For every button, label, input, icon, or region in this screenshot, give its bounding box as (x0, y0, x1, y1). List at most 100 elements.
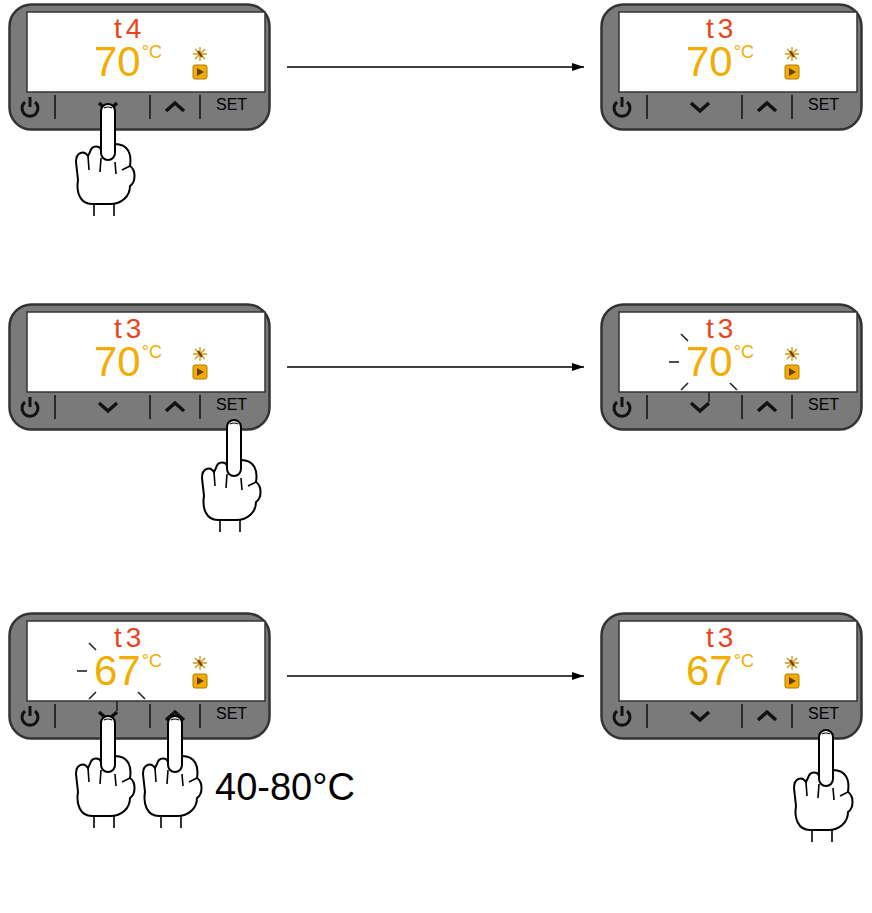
step-code: t3 (706, 15, 737, 43)
text-holder: 67 (94, 650, 141, 692)
down-button-icon (691, 103, 709, 111)
controller-display: t367°C SET (600, 612, 863, 740)
status-icon (193, 47, 207, 79)
button-separator (791, 395, 793, 419)
step-arrow (287, 66, 584, 67)
button-separator (199, 395, 201, 419)
down-button-icon (691, 403, 709, 411)
display-screen (27, 12, 265, 92)
temperature-unit: °C (734, 652, 754, 670)
display-screen (619, 621, 857, 701)
power-button-icon (22, 397, 38, 416)
text-holder: SET (216, 706, 247, 722)
step-code: t3 (706, 315, 737, 343)
text-holder: °C (734, 43, 754, 61)
status-icon (193, 347, 207, 379)
temperature-unit: °C (142, 652, 162, 670)
device-housing (602, 614, 862, 739)
pointing-hand (794, 730, 853, 842)
text-holder: 70 (94, 41, 141, 83)
button-separator (54, 95, 56, 119)
button-separator (149, 95, 151, 119)
button-label: SET (808, 706, 839, 722)
controller-display: t370°C SET (600, 303, 863, 431)
controller-display: t470°C SET (8, 3, 271, 131)
text-holder: °C (142, 43, 162, 61)
text-holder: °C (142, 652, 162, 670)
step-arrow (287, 366, 584, 367)
up-button-icon (758, 712, 776, 720)
button-separator (646, 395, 648, 419)
temperature-value: 70 (94, 341, 141, 383)
text-holder: 70 (94, 341, 141, 383)
button-separator (646, 95, 648, 119)
button-separator (741, 95, 743, 119)
text-holder: °C (734, 343, 754, 361)
temperature-unit: °C (734, 43, 754, 61)
button-label: SET (216, 706, 247, 722)
button-separator (741, 395, 743, 419)
text-holder: t3 (706, 624, 737, 652)
power-button-icon (22, 97, 38, 116)
down-button-icon (99, 103, 117, 111)
pointing-hand (202, 420, 261, 532)
temperature-unit: °C (734, 343, 754, 361)
display-screen (619, 312, 857, 392)
step-code: t3 (706, 624, 737, 652)
button-separator (199, 704, 201, 728)
text-holder: SET (216, 397, 247, 413)
text-holder: 40-80°C (215, 768, 355, 806)
up-button-icon (758, 103, 776, 111)
down-button-icon (691, 712, 709, 720)
button-separator (791, 95, 793, 119)
device-housing (602, 305, 862, 430)
button-label: SET (216, 97, 247, 113)
text-holder: SET (808, 397, 839, 413)
text-holder: 70 (686, 341, 733, 383)
text-holder: 70 (686, 41, 733, 83)
temperature-unit: °C (142, 343, 162, 361)
button-label: SET (216, 397, 247, 413)
temperature-value: 67 (686, 650, 733, 692)
controller-display: t370°C SET (600, 3, 863, 131)
button-separator (54, 395, 56, 419)
display-screen (619, 12, 857, 92)
status-icon (785, 47, 799, 79)
text-holder: SET (216, 97, 247, 113)
button-separator (199, 95, 201, 119)
status-icon (785, 347, 799, 379)
down-button-icon (99, 712, 117, 720)
button-separator (149, 395, 151, 419)
up-button-icon (166, 103, 184, 111)
button-label: SET (808, 97, 839, 113)
text-holder: 67 (686, 650, 733, 692)
device-housing (10, 305, 270, 430)
text-holder: t3 (114, 624, 145, 652)
button-separator (54, 704, 56, 728)
up-button-icon (758, 403, 776, 411)
temperature-value: 70 (686, 341, 733, 383)
text-holder: t4 (114, 15, 145, 43)
temperature-value: 67 (94, 650, 141, 692)
temperature-unit: °C (142, 43, 162, 61)
controller-display: t367°C SET (8, 612, 271, 740)
button-separator (149, 704, 151, 728)
device-housing (602, 5, 862, 130)
step-code: t4 (114, 15, 145, 43)
step-code: t3 (114, 315, 145, 343)
up-button-icon (166, 403, 184, 411)
button-separator (791, 704, 793, 728)
text-holder: t3 (706, 15, 737, 43)
range-note: 40-80°C (215, 768, 355, 806)
device-housing (10, 5, 270, 130)
button-separator (741, 704, 743, 728)
button-separator (646, 704, 648, 728)
power-button-icon (22, 706, 38, 725)
step-arrow (287, 675, 584, 676)
power-button-icon (614, 97, 630, 116)
text-holder: SET (808, 706, 839, 722)
text-holder: t3 (706, 315, 737, 343)
power-button-icon (614, 397, 630, 416)
